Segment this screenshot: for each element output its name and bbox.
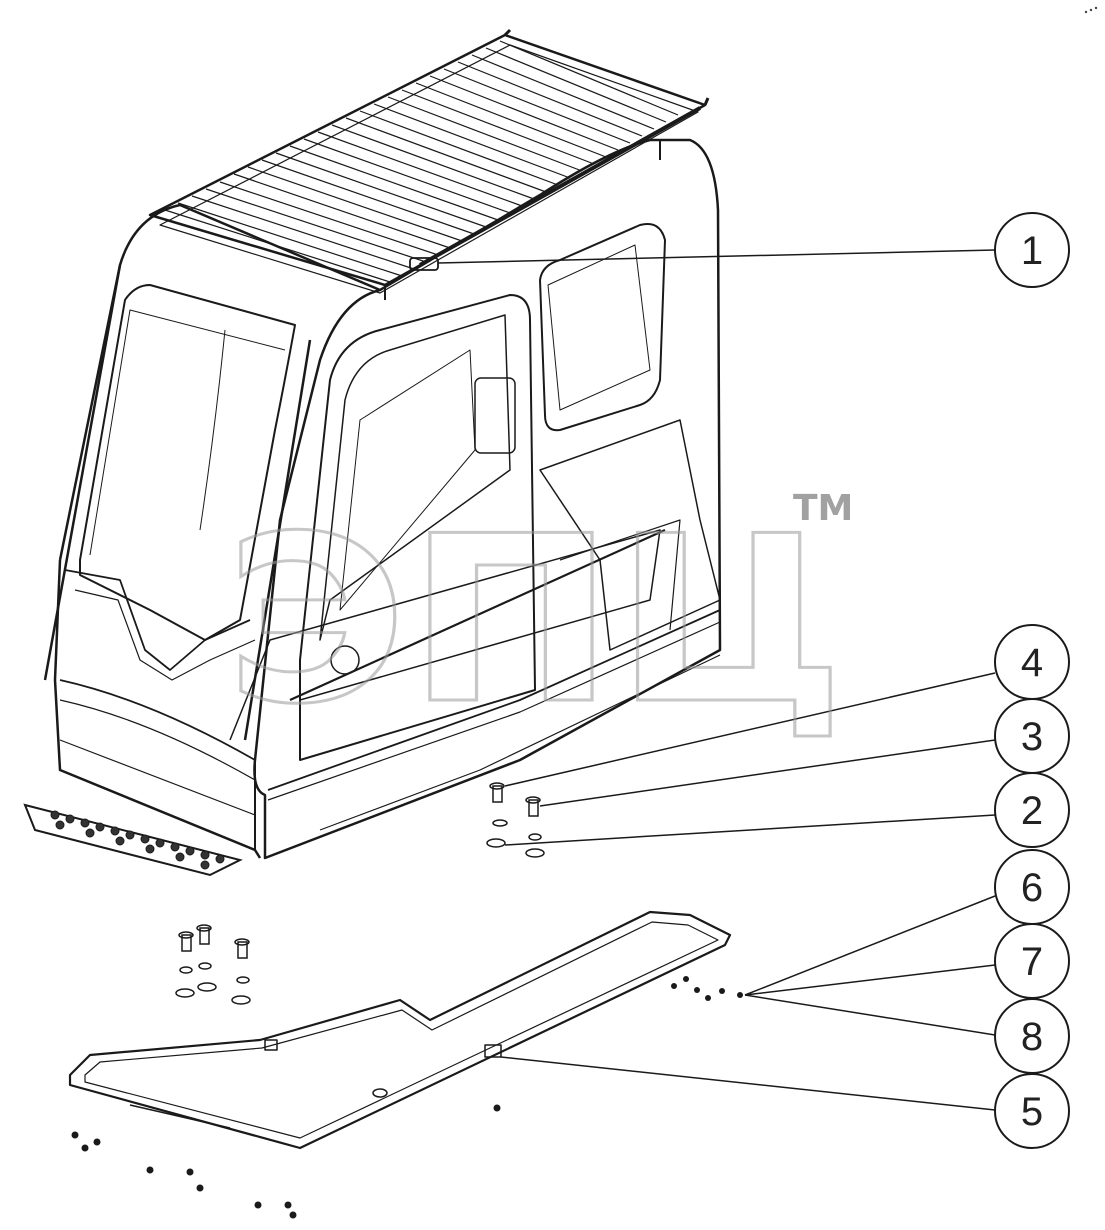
callout-4: 4 <box>994 624 1070 700</box>
callout-7: 7 <box>994 923 1070 999</box>
rear-side-window <box>539 223 666 432</box>
callout-6-label: 6 <box>1021 866 1043 910</box>
watermark: ЭПЦ TM <box>224 487 854 757</box>
floor-plate <box>68 910 732 1150</box>
callout-2: 2 <box>994 772 1070 848</box>
callout-bubbles: 1 4 3 2 6 7 8 5 <box>994 212 1070 1149</box>
callout-3-label: 3 <box>1021 715 1043 759</box>
cab-assembly <box>43 28 722 860</box>
cab-body <box>58 138 722 860</box>
callout-4-label: 4 <box>1021 641 1043 685</box>
callout-3: 3 <box>994 698 1070 774</box>
callout-2-label: 2 <box>1021 789 1043 833</box>
callout-7-label: 7 <box>1021 940 1043 984</box>
side-door <box>299 294 536 761</box>
leader-lines <box>437 249 996 1111</box>
fastener-group-left <box>175 924 251 1005</box>
callout-5-label: 5 <box>1021 1090 1043 1134</box>
callout-5: 5 <box>994 1073 1070 1149</box>
callout-1: 1 <box>994 212 1070 288</box>
callout-8-label: 8 <box>1021 1015 1043 1059</box>
trademark-mark: TM <box>793 488 853 529</box>
fastener-group-right <box>486 782 545 858</box>
floor-screws <box>71 976 743 1219</box>
callout-1-label: 1 <box>1021 229 1043 273</box>
entry-step <box>23 803 243 877</box>
front-windshield <box>79 284 296 641</box>
corner-mark <box>1084 6 1098 14</box>
callout-6: 6 <box>994 849 1070 925</box>
callout-8: 8 <box>994 998 1070 1074</box>
watermark-logo: ЭПЦ <box>225 488 845 755</box>
roof-guard <box>148 28 710 300</box>
